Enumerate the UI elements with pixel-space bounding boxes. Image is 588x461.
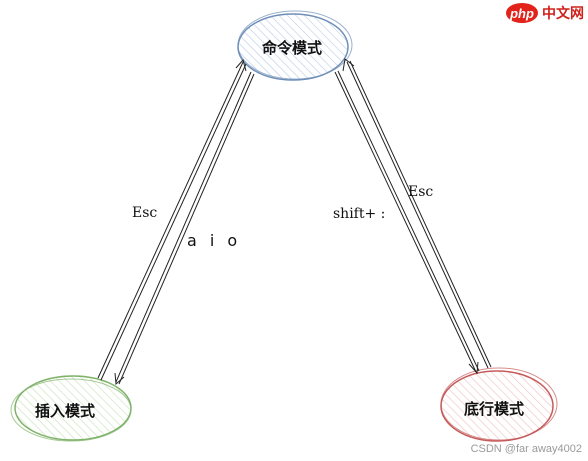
arrow-command-to-insert bbox=[114, 71, 255, 386]
bottom-line-mode-node bbox=[440, 367, 558, 442]
arrow-insert-to-command bbox=[97, 58, 247, 381]
arrow-command-to-bottom bbox=[334, 70, 480, 375]
site-logo: php 中文网 bbox=[506, 2, 584, 24]
watermark: CSDN @far away4002 bbox=[470, 443, 582, 455]
insert-mode-node bbox=[10, 375, 132, 442]
insert-mode-label: 插入模式 bbox=[35, 402, 96, 420]
command-mode-label: 命令模式 bbox=[262, 39, 323, 57]
edge-label-esc-insert: Esc bbox=[132, 205, 158, 221]
command-mode-node bbox=[237, 10, 353, 81]
php-logo-badge: php bbox=[506, 3, 538, 23]
bottom-line-mode-label: 底行模式 bbox=[464, 400, 525, 418]
edge-label-esc-bottom: Esc bbox=[408, 184, 434, 200]
edge-label-shift-colon: shift+ : bbox=[333, 206, 386, 222]
edge-label-aio: a i o bbox=[187, 231, 242, 250]
arrow-bottom-to-command bbox=[342, 58, 492, 369]
logo-text: 中文网 bbox=[542, 6, 584, 22]
